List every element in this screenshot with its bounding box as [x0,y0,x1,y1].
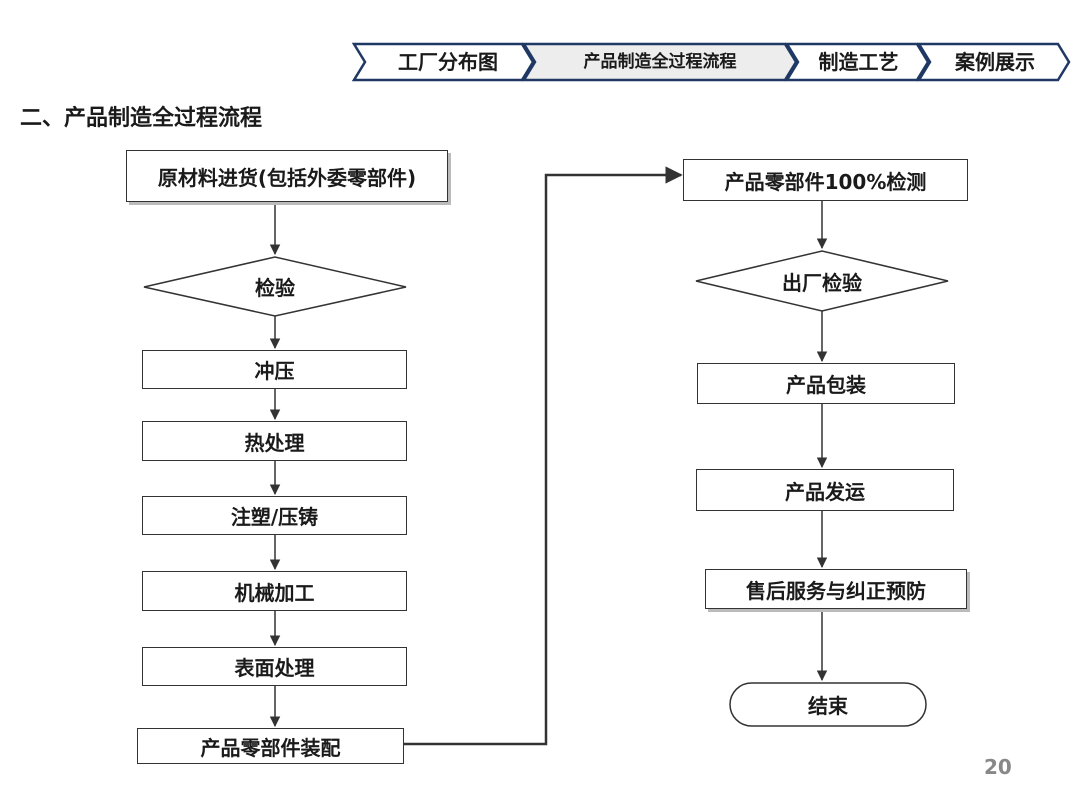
step-surface-treatment: 表面处理 [142,647,407,686]
step-after-sales: 售后服务与纠正预防 [705,569,967,609]
end-terminator-shape [729,682,927,727]
step-shipping: 产品发运 [696,469,954,511]
factory-inspection-decision-shape [695,250,949,312]
step-assembly: 产品零部件装配 [137,728,404,764]
nav-tab-factory-layout[interactable]: 工厂分布图 [398,50,498,74]
process-navigation: 工厂分布图 产品制造全过程流程 制造工艺 案例展示 [352,42,1072,82]
step-raw-materials: 原材料进货(包括外委零部件) [126,150,448,202]
step-stamping: 冲压 [142,350,407,389]
nav-tab-manufacturing-technology[interactable]: 制造工艺 [818,50,899,74]
step-heat-treatment: 热处理 [142,421,407,461]
step-packaging: 产品包装 [697,363,955,404]
nav-tab-case-showcase[interactable]: 案例展示 [955,50,1035,74]
connector-line [404,166,683,746]
section-heading: 二、产品制造全过程流程 [20,106,263,131]
step-molding-casting: 注塑/压铸 [142,496,407,535]
inspection-decision-shape [143,256,407,317]
step-machining: 机械加工 [142,571,407,611]
step-inspection: 检验 [255,276,295,300]
step-end: 结束 [808,694,848,718]
page-number: 20 [984,755,1012,779]
nav-chevrons [352,42,1071,82]
step-factory-inspection: 出厂检验 [782,270,862,295]
nav-tab-manufacturing-process-flow[interactable]: 产品制造全过程流程 [583,52,737,72]
step-full-inspection: 产品零部件100%检测 [683,159,968,201]
